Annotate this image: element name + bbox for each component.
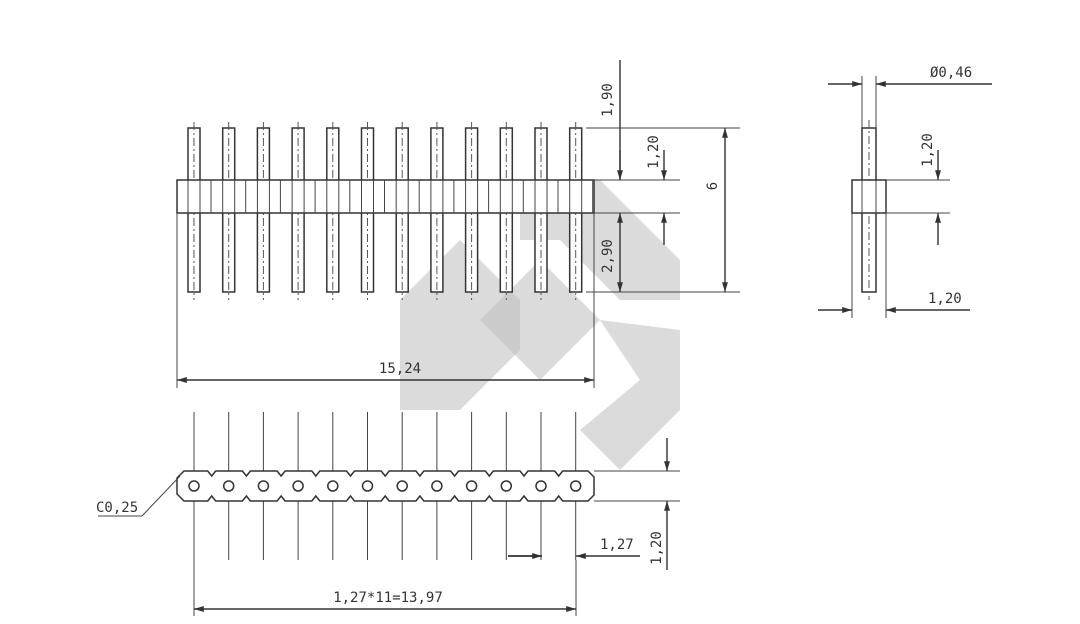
bottom-hole [535, 480, 547, 492]
bottom-strip [176, 470, 595, 502]
dim-pitch-total-label: 1,27*11=13,97 [333, 590, 443, 606]
body-length-dimension: 15,24 [176, 213, 595, 388]
bottom-hole [500, 480, 513, 492]
dim-side-body-height-label: 1,20 [920, 133, 936, 167]
dim-body-length-label: 15,24 [379, 361, 421, 377]
bottom-holes [188, 480, 582, 492]
height-dimensions: 1,90 1,20 2,90 6 [586, 60, 740, 293]
dim-pitch-label: 1,27 [600, 537, 634, 553]
bottom-hole [431, 480, 443, 492]
dim-upper-pin-label: 1,90 [600, 83, 616, 117]
bottom-hole [257, 480, 270, 492]
dim-bottom-height-label: 1,20 [649, 531, 665, 565]
dim-lower-pin-label: 2,90 [600, 239, 616, 273]
bottom-hole [292, 480, 304, 492]
bottom-hole [465, 480, 478, 492]
dim-body-height-label: 1,20 [646, 135, 662, 169]
dim-pin-diameter-label: Ø0,46 [930, 65, 972, 81]
bottom-hole [188, 480, 200, 492]
dim-chamfer-label: C0,25 [96, 500, 138, 516]
bottom-hole [396, 480, 408, 492]
bottom-view: C0,25 1,20 1,27 1,27*11=13,97 [96, 412, 680, 616]
dim-total-height-label: 6 [705, 182, 721, 190]
bottom-hole [327, 480, 339, 492]
front-body [176, 179, 595, 214]
side-view: Ø0,46 1,20 1,20 [818, 65, 992, 318]
bottom-hole [222, 480, 235, 492]
bottom-hole [569, 480, 582, 492]
bottom-hole [361, 480, 374, 492]
dim-side-body-width-label: 1,20 [928, 291, 962, 307]
header-body [176, 179, 595, 214]
front-view: 1,90 1,20 2,90 6 15,24 [176, 60, 740, 388]
